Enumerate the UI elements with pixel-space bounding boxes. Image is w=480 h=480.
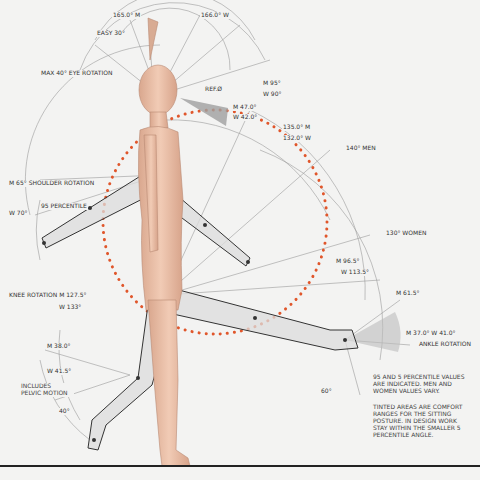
angle-label: 130° WOMEN (385, 230, 427, 237)
angle-label: W 133° (58, 304, 82, 311)
angle-label: M 96.5° (335, 258, 360, 265)
angle-label: M 65° SHOULDER ROTATION (8, 180, 95, 187)
angle-label: MAX 40° EYE ROTATION (40, 70, 113, 77)
note-text: TINTED AREAS ARE COMFORT RANGES FOR THE … (372, 404, 474, 438)
angle-label: 40° (58, 408, 71, 415)
angle-label: 135.0° M (282, 124, 311, 131)
angle-label: EASY 30° (96, 30, 126, 37)
angle-label: W 70° (8, 210, 28, 217)
angle-label: M 47.0° (232, 104, 257, 111)
angle-label: KNEE ROTATION M 127.5° (8, 292, 87, 299)
angle-label: W 90° (262, 91, 282, 98)
angle-label: 140° MEN (345, 145, 377, 152)
angle-label: REF.Ø (204, 86, 223, 93)
angle-label: ANKLE ROTATION (418, 341, 472, 348)
angle-label: W 113.5° (340, 269, 370, 276)
angle-label: W 41.5° (46, 368, 72, 375)
note-text: INCLUDES PELVIC MOTION (20, 383, 74, 397)
note-text: 95 AND 5 PERCENTILE VALUES ARE INDICATED… (372, 374, 474, 395)
angle-label: W 42.0° (232, 114, 258, 121)
angle-label: 166.0° W (200, 12, 230, 19)
angle-label: M 37.0° W 41.0° (405, 330, 457, 337)
angle-label: 165.0° M (112, 12, 141, 19)
angle-label: 60° (320, 388, 333, 395)
angle-label: 132.0° W (282, 135, 312, 142)
angle-label: M 95° (262, 80, 282, 87)
angle-label: M 61.5° (395, 290, 420, 297)
angle-label: 95 PERCENTILE (40, 203, 88, 210)
angle-label: M 38.0° (46, 343, 71, 350)
